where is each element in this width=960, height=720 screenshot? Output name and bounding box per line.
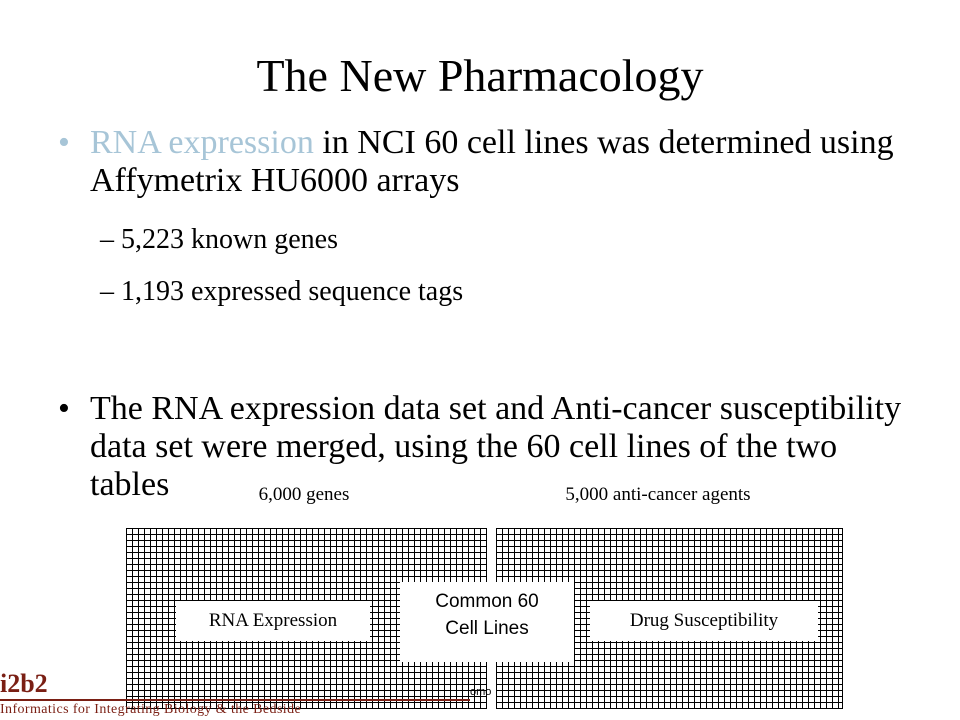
footer-caption: Informatics for Integrating Biology & th… [0, 702, 302, 717]
agents-header-label: 5,000 anti-cancer agents [522, 478, 794, 512]
sub-bullet-known-genes: – 5,223 known genes [100, 224, 338, 256]
i2b2-logo: i2b2 [0, 669, 48, 698]
footer-divider [0, 699, 470, 701]
slide-title: The New Pharmacology [256, 50, 704, 101]
bullet-text: The RNA expression data set and Anti-can… [90, 390, 902, 503]
sub-bullet-text: 5,223 known genes [121, 224, 338, 255]
drug-susceptibility-label: Drug Susceptibility [590, 601, 818, 641]
clipped-text: omo [470, 686, 492, 698]
bullet-text: RNA expression in NCI 60 cell lines was … [90, 124, 920, 200]
rna-expression-label: RNA Expression [176, 601, 370, 641]
genes-header-label: 6,000 genes [236, 478, 372, 512]
common-line-2: Cell Lines [445, 618, 529, 639]
sub-bullet-text: 1,193 expressed sequence tags [121, 276, 464, 307]
bullet-highlight: RNA expression [90, 124, 314, 161]
common-cell-lines-label: Common 60 Cell Lines [400, 582, 574, 662]
common-line-1: Common 60 [435, 591, 539, 612]
sub-bullet-marker: – [100, 276, 114, 307]
bullet-marker: • [58, 390, 70, 427]
sub-bullet-marker: – [100, 224, 114, 255]
sub-bullet-est: – 1,193 expressed sequence tags [100, 276, 463, 308]
bullet-marker: • [58, 124, 70, 161]
bullet-body: in NCI 60 cell lines was determined usin… [90, 124, 894, 199]
